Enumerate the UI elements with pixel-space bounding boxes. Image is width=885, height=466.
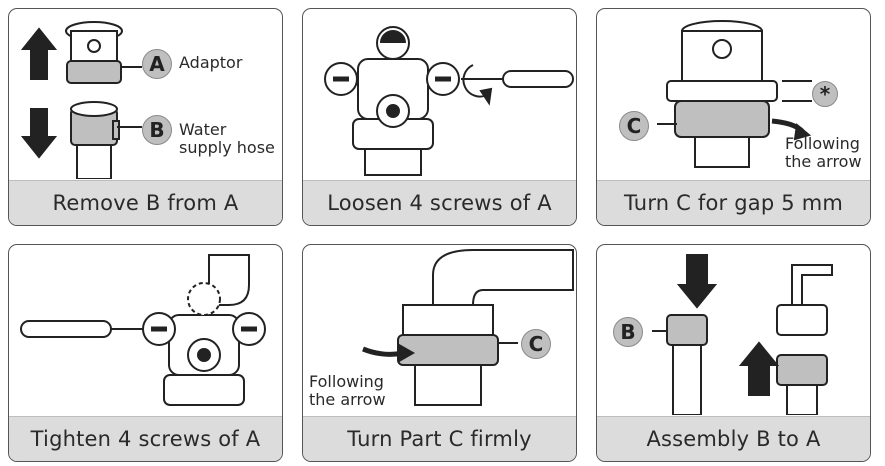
panel-tighten-screws: Tighten 4 screws of A — [8, 244, 283, 462]
illustration-turn-c-gap — [657, 20, 812, 168]
caption: Turn C for gap 5 mm — [597, 180, 870, 225]
panel-remove-b: A Adaptor B Water supply hose Remove B f… — [8, 8, 283, 226]
panel-assembly-b-to-a: B Assembly B to A — [596, 244, 871, 462]
note-the-arrow: the arrow — [309, 390, 386, 409]
caption: Tighten 4 screws of A — [9, 416, 282, 461]
caption: Assembly B to A — [597, 416, 870, 461]
note-following: Following — [785, 134, 860, 153]
illustration-turn-c-firmly — [362, 249, 574, 406]
rotate-arrow-icon — [479, 87, 493, 106]
note-following: Following — [309, 372, 384, 391]
caption: Loosen 4 screws of A — [303, 180, 576, 225]
caption: Turn Part C firmly — [303, 416, 576, 461]
gap-marker: * — [812, 81, 838, 107]
badge-c: C — [521, 329, 551, 359]
panel-loosen-screws: Loosen 4 screws of A — [302, 8, 577, 226]
turn-arrow-icon — [398, 343, 416, 363]
badge-a: A — [142, 49, 172, 79]
caption: Remove B from A — [9, 180, 282, 225]
label-supply-hose: supply hose — [179, 138, 275, 157]
badge-b: B — [613, 317, 643, 347]
up-arrow-icon — [20, 27, 58, 80]
down-arrow-icon — [676, 254, 718, 309]
badge-b: B — [142, 115, 172, 145]
illustration-tighten-screws — [20, 254, 266, 406]
illustration-loosen-screws — [324, 26, 574, 176]
badge-c: C — [619, 111, 649, 141]
panel-turn-c-firmly: C Following the arrow Turn Part C firmly — [302, 244, 577, 462]
panel-turn-c-gap: C * Following the arrow Turn C for gap 5… — [596, 8, 871, 226]
up-arrow-icon — [738, 341, 780, 396]
label-water: Water — [179, 120, 227, 139]
label-adaptor: Adaptor — [179, 53, 243, 72]
illustration-assembly — [652, 254, 833, 415]
down-arrow-icon — [20, 108, 58, 159]
turn-arrow-icon — [793, 123, 812, 141]
note-the-arrow: the arrow — [785, 152, 862, 171]
illustration-adaptor-and-hose — [20, 21, 142, 179]
